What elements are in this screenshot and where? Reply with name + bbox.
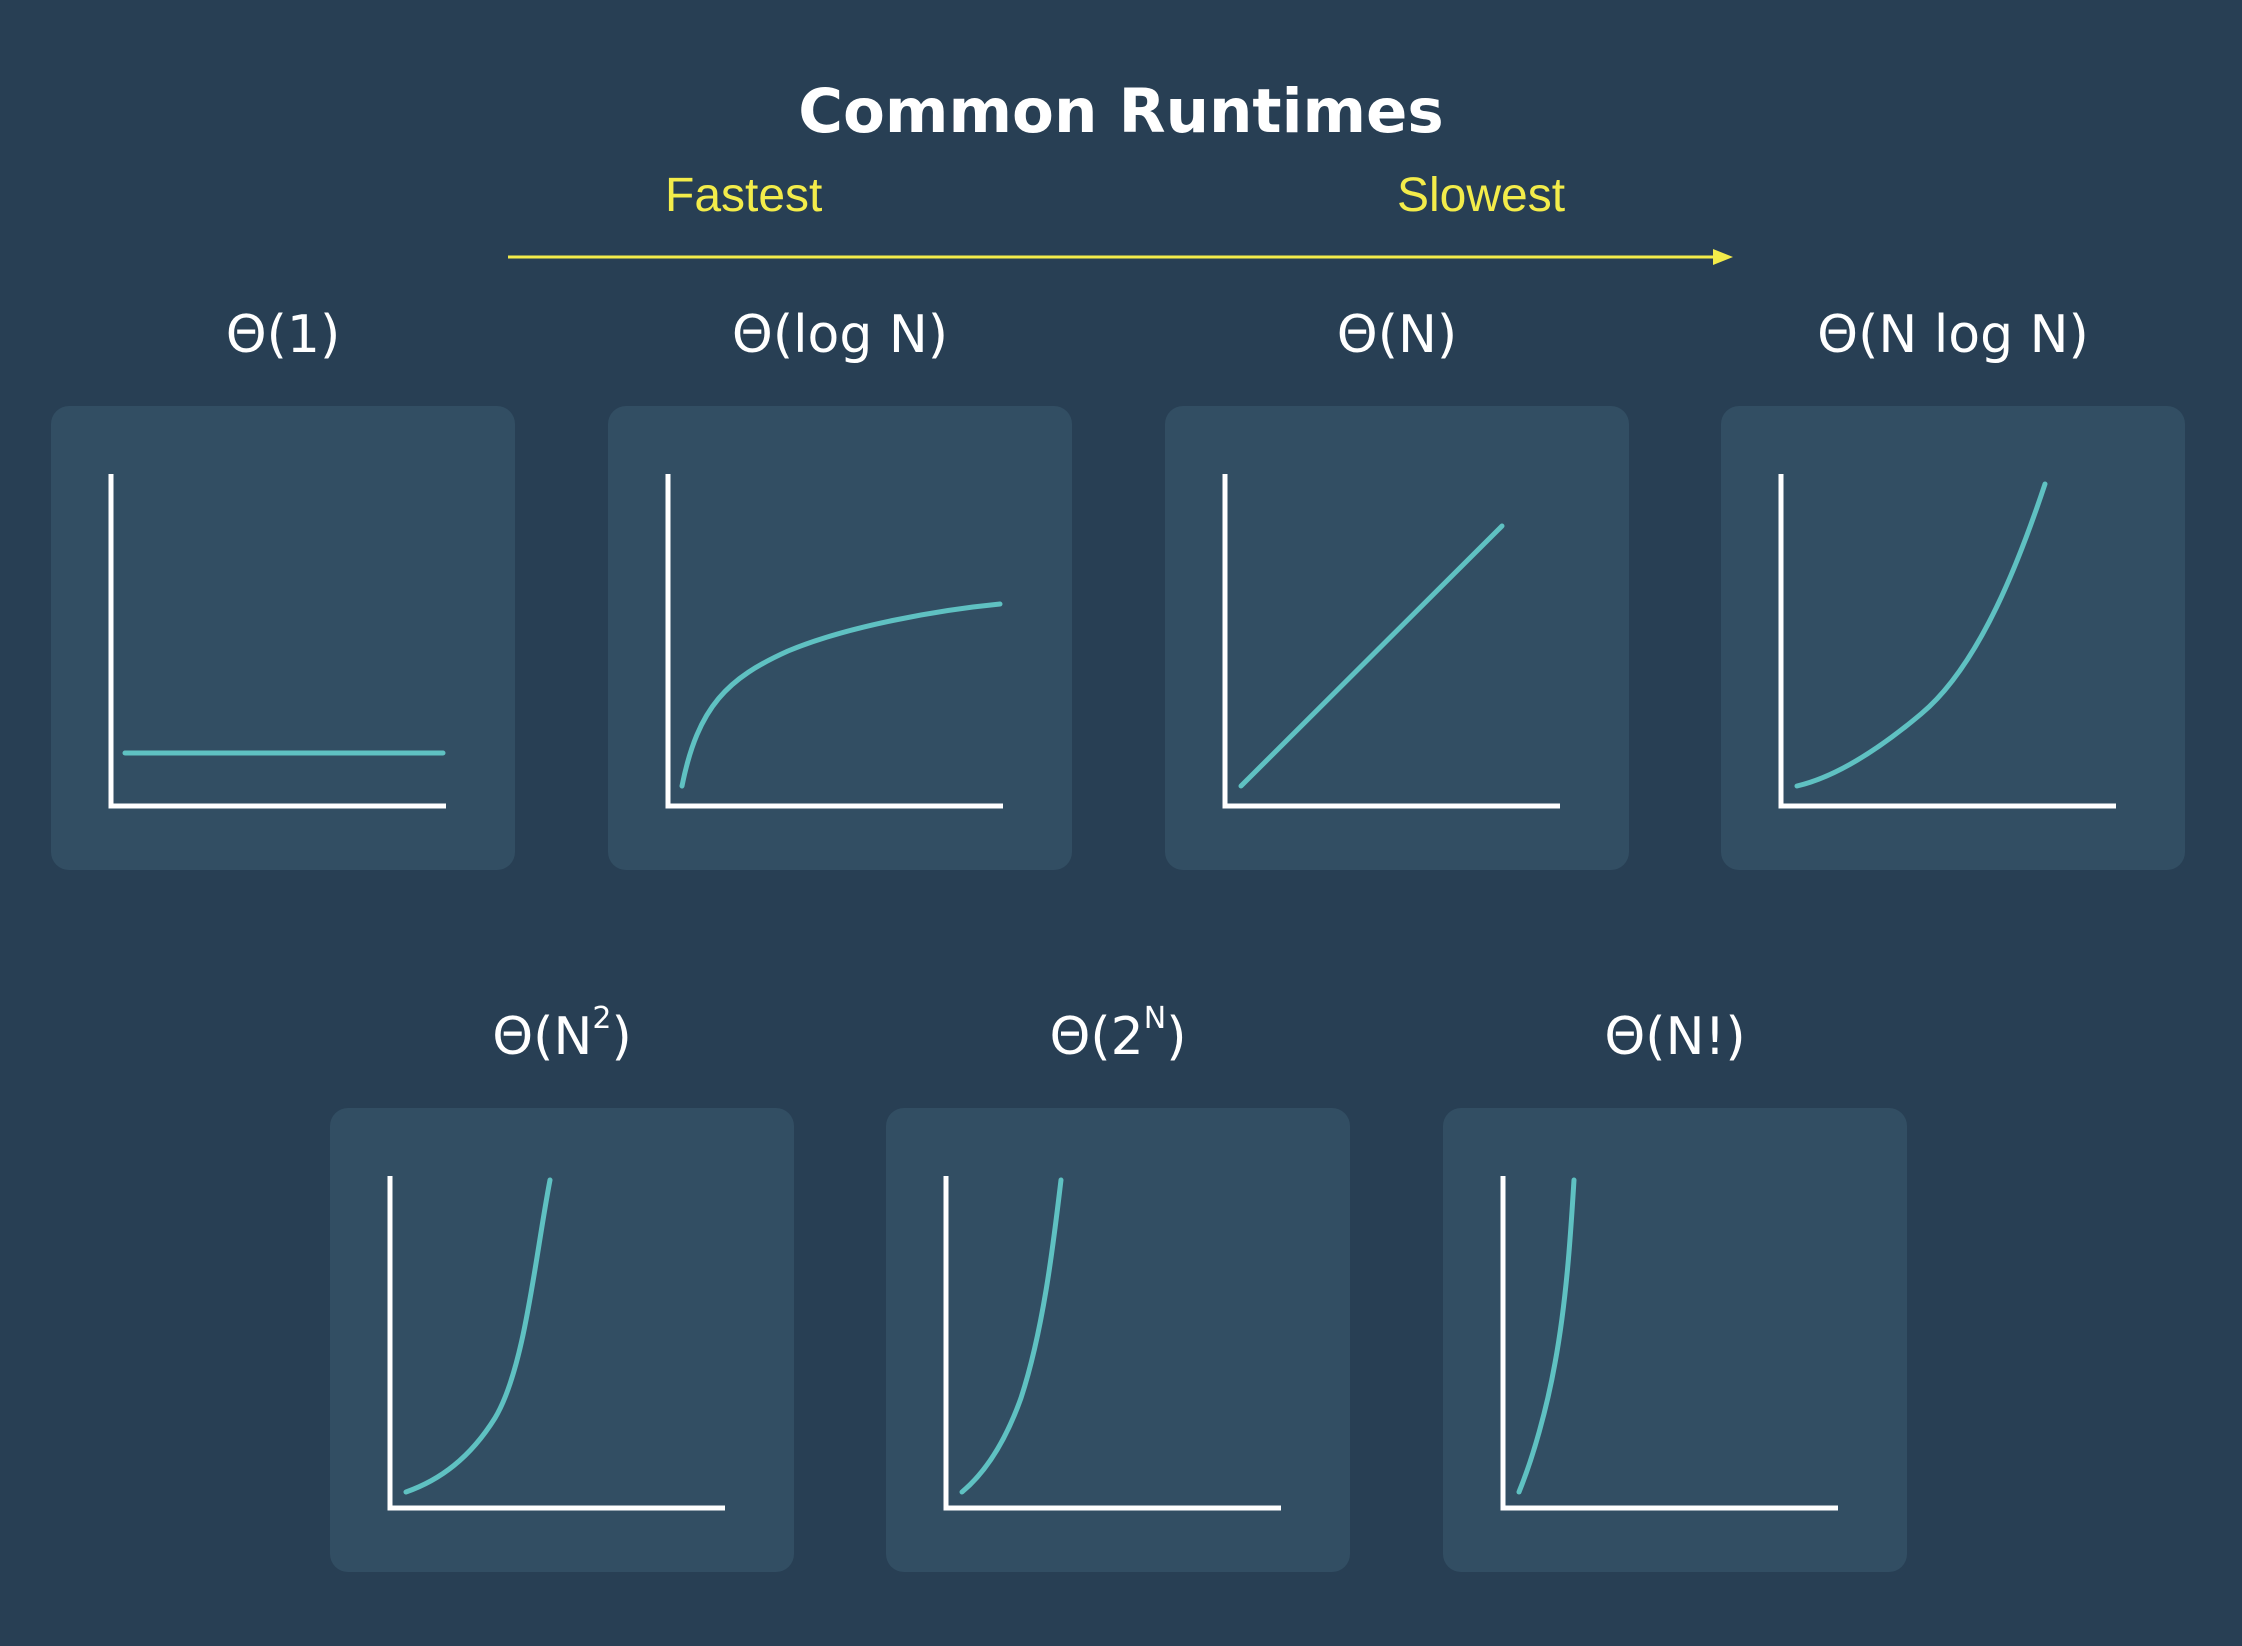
card-quadratic: [330, 1108, 794, 1572]
graph-axes: [108, 474, 446, 809]
card-exponential: [886, 1108, 1350, 1572]
card-title-constant: Θ(1): [51, 303, 515, 367]
growth-curve-logarithmic: [679, 601, 1003, 789]
growth-curve-factorial: [1516, 1177, 1577, 1495]
card-title-close: ): [1166, 1007, 1187, 1067]
card-title-text: Θ(1): [225, 305, 341, 365]
card-title-factorial: Θ(N!): [1443, 1005, 1907, 1069]
card-title-text: Θ(2: [1049, 1007, 1144, 1067]
graph-logarithmic: [665, 474, 1003, 809]
card-linearithmic: [1721, 406, 2185, 870]
growth-curve-linearithmic: [1794, 481, 2048, 789]
growth-curve-linear: [1238, 523, 1505, 789]
page-title: Common Runtimes: [798, 76, 1444, 147]
card-title-linearithmic: Θ(N log N): [1721, 303, 2185, 367]
graph-axes: [1500, 1176, 1838, 1511]
graph-axes: [665, 474, 1003, 809]
card-title-text: Θ(N!): [1604, 1007, 1746, 1067]
card-title-logarithmic: Θ(log N): [608, 303, 1072, 367]
card-title-superscript: 2: [592, 1001, 612, 1036]
graph-linearithmic: [1778, 474, 2116, 809]
card-title-text: Θ(N log N): [1817, 305, 2089, 365]
graph-factorial: [1500, 1176, 1838, 1511]
graph-quadratic: [387, 1176, 725, 1511]
card-title-quadratic: Θ(N2): [330, 1001, 794, 1077]
graph-linear: [1222, 474, 1560, 809]
card-title-text: Θ(N: [492, 1007, 593, 1067]
card-title-text: Θ(log N): [731, 305, 949, 365]
graph-axes: [1222, 474, 1560, 809]
graph-axes: [1778, 474, 2116, 809]
card-title-linear: Θ(N): [1165, 303, 1629, 367]
card-title-text: Θ(N): [1336, 305, 1458, 365]
card-title-exponential: Θ(2N): [886, 1001, 1350, 1077]
graph-exponential: [943, 1176, 1281, 1511]
card-factorial: [1443, 1108, 1907, 1572]
card-title-close: ): [611, 1007, 632, 1067]
card-constant: [51, 406, 515, 870]
card-linear: [1165, 406, 1629, 870]
fastest-label: Fastest: [665, 169, 823, 222]
card-logarithmic: [608, 406, 1072, 870]
slowest-label: Slowest: [1397, 169, 1566, 222]
graph-constant: [108, 474, 446, 809]
graph-axes: [387, 1176, 725, 1511]
card-title-superscript: N: [1143, 1001, 1167, 1036]
graph-axes: [943, 1176, 1281, 1511]
speed-arrow-head: [1713, 249, 1733, 265]
growth-curve-quadratic: [403, 1177, 553, 1495]
growth-curve-exponential: [959, 1177, 1064, 1495]
speed-arrow: [508, 249, 1733, 265]
